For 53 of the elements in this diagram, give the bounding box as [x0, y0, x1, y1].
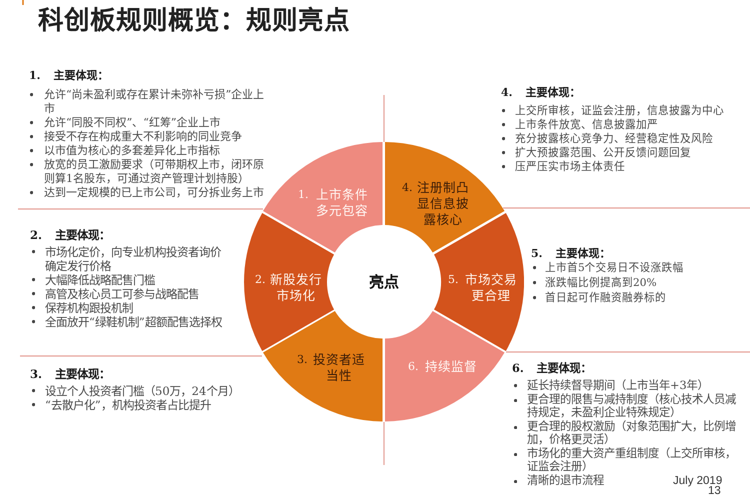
segment-number: 6.: [408, 358, 418, 375]
list-item-text: 保荐机构跟投机制: [45, 301, 133, 315]
date-label: July 2019: [673, 475, 722, 487]
section-heading: 2. 主要体现：: [30, 228, 110, 242]
list-item-text: 上交所审核，证监会注册，信息披露为中心: [515, 104, 724, 118]
donut-segment: [385, 311, 505, 422]
section-heading: 4. 主要体现：: [501, 86, 580, 100]
list-item-text: 市场化的重大资产重组制度（上交所审核，证监会注册）: [527, 448, 737, 474]
list-item-text: 延长持续督导期间（上市当年+3年）: [527, 380, 709, 392]
donut-segment: [434, 212, 524, 352]
donut-segment: [263, 311, 383, 422]
donut-segment: [385, 142, 505, 253]
list-item-text: 全面放开“绿鞋机制”超额配售选择权: [45, 315, 222, 329]
donut-segment: [263, 142, 383, 253]
list-item-text: 允许“尚未盈利或存在累计未弥补亏损”企业上市: [44, 88, 265, 116]
list-item-text: “去散户化”，机构投资者占比提升: [45, 398, 211, 412]
list-item-text: 上市条件放宽、信息披露加严: [515, 118, 658, 132]
list-item-text: 接受不存在构成重大不利影响的同业竞争: [44, 130, 242, 144]
list-item-text: 高管及核心员工可参与战略配售: [45, 287, 199, 301]
page-number: 13: [708, 486, 721, 496]
segment-number: 4.: [402, 180, 412, 196]
list-item-text: 压严压实市场主体责任: [515, 160, 625, 174]
segment-number: 3.: [296, 352, 308, 368]
list-item-text: 达到一定规模的已上市公司，可分拆业务上市: [44, 186, 264, 200]
list-item-text: 市场化定价，向专业机构投资者询价确定发行价格: [45, 245, 222, 273]
list-item-text: 清晰的退市流程: [527, 475, 604, 488]
segment-title: 新股发行市场化: [270, 272, 322, 304]
section-heading: 3. 主要体现：: [30, 367, 110, 381]
segment-title: 持续监督: [424, 358, 477, 375]
list-item-text: 扩大预披露范围、公开反馈问题回复: [515, 146, 691, 160]
list-item-text: 大幅降低战略配售门槛: [45, 273, 155, 287]
list-item-text: 以市值为核心的多套差异化上市指标: [44, 144, 220, 158]
list-item-text: 更合理的股权激励（对象范围扩大，比例增加，价格更灵活）: [527, 420, 737, 447]
segment-number: 5.: [448, 272, 458, 288]
segment-number: 2.: [254, 272, 266, 288]
center-label: 亮点: [369, 272, 399, 292]
section-heading: 1. 主要体现：: [29, 69, 108, 83]
section-heading: 5. 主要体现：: [531, 246, 610, 260]
list-item-text: 设立个人投资者门槛（50万，24个月）: [45, 384, 240, 398]
list-item-text: 放宽的员工激励要求（可带期权上市，闭环原则算1名股东，可通过资产管理计划持股）: [44, 158, 265, 186]
list-item-text: 上市首5个交易日不设涨跌幅: [545, 260, 684, 276]
section-heading: 6. 主要体现：: [512, 362, 592, 374]
list-item-text: 更合理的限售与减持制度（核心技术人员减持规定，未盈利企业特殊规定）: [527, 394, 737, 420]
list-item-text: 允许“同股不同权”、“红筹”企业上市: [44, 116, 220, 130]
page-title: 科创板规则概览：规则亮点: [38, 5, 350, 37]
segment-number: 1.: [298, 186, 308, 203]
segment-title: 注册制凸显信息披露核心: [416, 180, 469, 228]
list-item-text: 充分披露核心竞争力、经营稳定性及风险: [515, 132, 713, 146]
segment-title: 投资者适当性: [312, 352, 365, 384]
list-item-text: 首日起可作融资融券标的: [545, 290, 666, 306]
segment-title: 上市条件多元包容: [316, 186, 368, 219]
segment-title: 市场交易更合理: [464, 272, 517, 304]
list-item-text: 涨跌幅比例提高到20%: [545, 276, 657, 290]
